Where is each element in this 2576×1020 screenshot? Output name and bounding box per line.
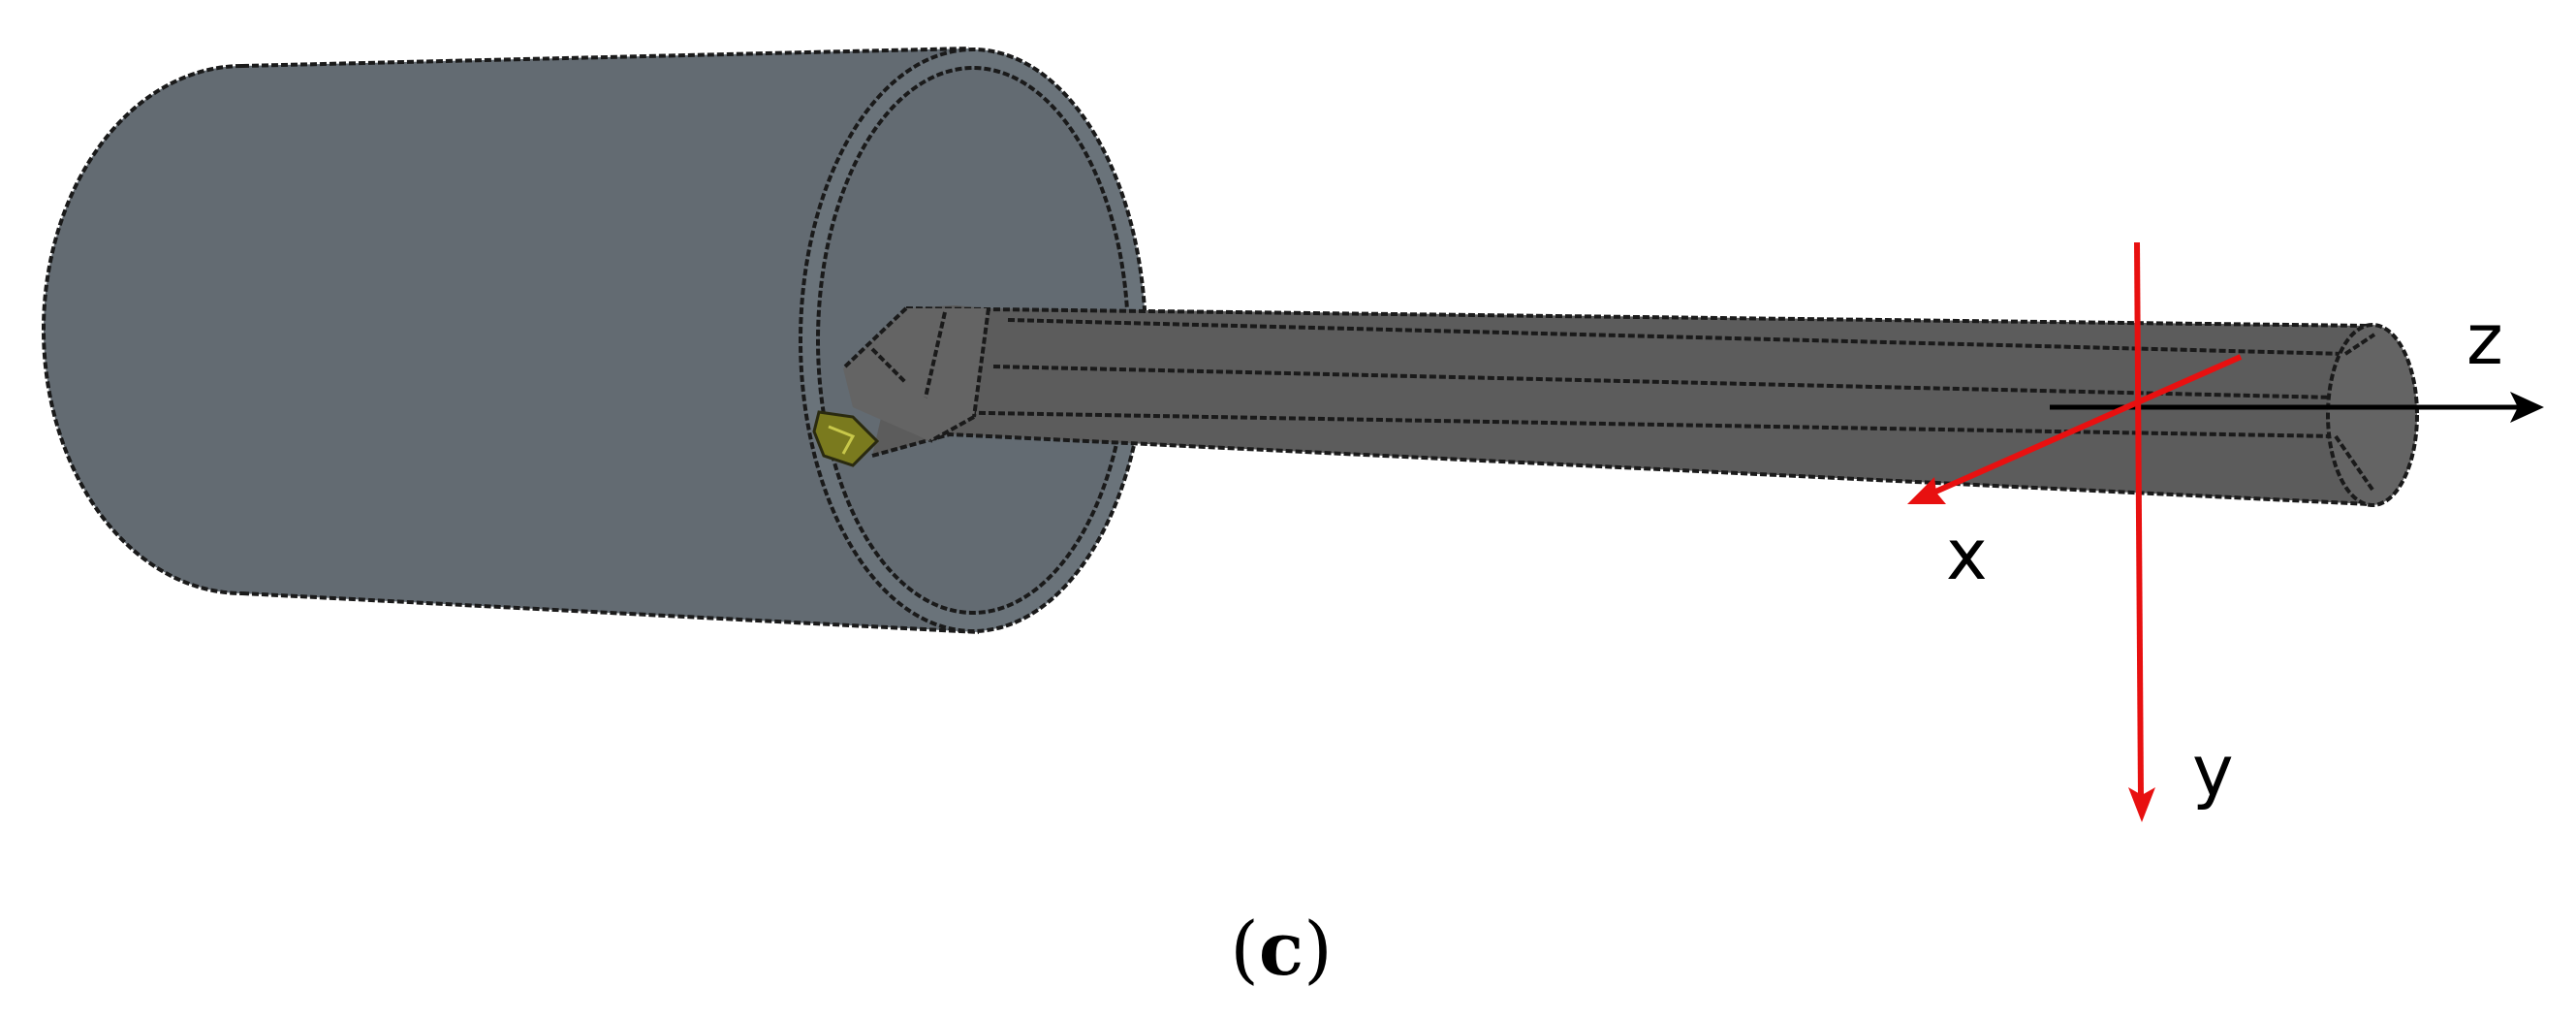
y-axis-arrowhead	[2128, 787, 2155, 822]
z-axis-label: z	[2466, 299, 2503, 380]
caption-letter: c	[1259, 906, 1304, 992]
x-axis-label: x	[1946, 514, 1988, 595]
boring-bar-end-chamfer	[2334, 333, 2376, 492]
x-axis-line	[1932, 354, 2243, 495]
z-axis-arrowhead	[2510, 392, 2544, 423]
boring-bar-head-edges	[841, 306, 990, 443]
workpiece-rear-edge	[42, 64, 243, 595]
boring-bar-shank	[872, 305, 2370, 504]
cutting-insert	[812, 410, 880, 467]
boring-bar	[841, 305, 2419, 507]
caption-close-paren: )	[1304, 906, 1333, 992]
boring-bar-mid-edge	[929, 410, 2337, 438]
x-axis-arrowhead	[1907, 477, 1946, 504]
workpiece-bottom-edge	[241, 591, 980, 634]
y-axis-label: y	[2192, 730, 2234, 812]
boring-bar-flat-edge-lower	[992, 365, 2337, 399]
figure-caption: (c)	[1230, 906, 1333, 992]
caption-open-paren: (	[1230, 906, 1259, 992]
workpiece-top-edge	[241, 47, 970, 68]
boring-bar-shank-outline	[871, 306, 2371, 506]
boring-bar-end-face	[2326, 323, 2419, 507]
cutting-insert-body	[812, 410, 880, 467]
y-axis-line	[2134, 241, 2144, 798]
boring-bar-flat-edge	[1007, 318, 2346, 356]
cutting-insert-detail	[828, 425, 856, 455]
coordinate-axes: z x y	[1907, 241, 2544, 822]
workpiece-body	[44, 48, 979, 632]
boring-bar-head	[843, 308, 989, 441]
